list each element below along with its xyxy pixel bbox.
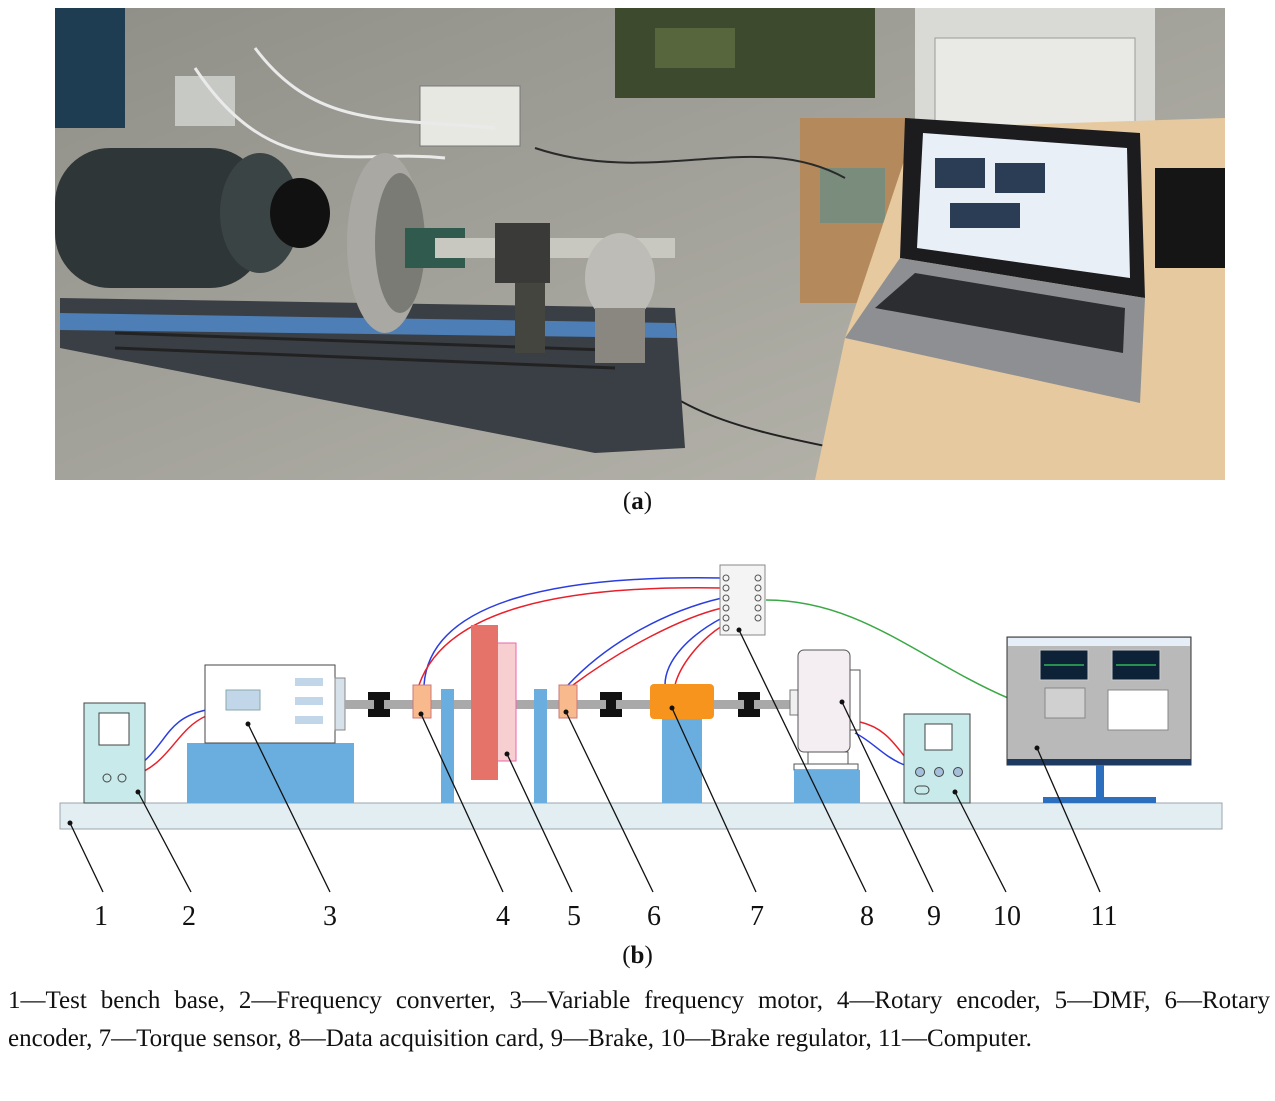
rotary-encoder-6 (558, 684, 578, 719)
motor (55, 148, 265, 288)
panel-b-caption: (b) (622, 942, 653, 969)
callout-7: 7 (750, 901, 764, 932)
rotary-encoder-4 (412, 684, 432, 719)
storage-crate (615, 8, 875, 98)
callout-6: 6 (647, 901, 661, 932)
callout-5: 5 (567, 901, 581, 932)
wire-green-computer (765, 599, 1009, 699)
brake-pedestal (794, 770, 860, 803)
coupling-3 (738, 692, 760, 717)
figure-legend: 1—Test bench base, 2—Frequency converter… (8, 987, 1270, 1052)
callout-4: 4 (496, 901, 510, 932)
callout-3: 3 (323, 901, 337, 932)
data-acquisition-card (719, 564, 766, 636)
panel-a-caption: (a) (622, 488, 653, 515)
dmf-primary (471, 625, 498, 780)
test-bench-base (59, 802, 1223, 830)
motor-pedestal (187, 743, 354, 803)
wire-blue-encoder4 (423, 577, 723, 686)
brake-photo (585, 233, 655, 323)
callout-1: 1 (94, 901, 108, 932)
coupling-1 (368, 692, 390, 717)
computer-stand (1096, 765, 1104, 798)
callout-11: 11 (1091, 901, 1118, 932)
test-bench-photo (55, 8, 1225, 480)
power-supply (419, 85, 521, 147)
test-bench-schematic: 1 2 3 4 5 6 7 8 9 10 11 (59, 564, 1223, 932)
callout-8: 8 (860, 901, 874, 932)
callout-10: 10 (993, 901, 1021, 932)
torque-sensor-photo (495, 223, 550, 283)
coupling-2 (600, 692, 622, 717)
wire-red-encoder4 (418, 587, 723, 686)
torque-sensor (650, 684, 714, 719)
callout-2: 2 (182, 901, 196, 932)
callout-9: 9 (927, 901, 941, 932)
